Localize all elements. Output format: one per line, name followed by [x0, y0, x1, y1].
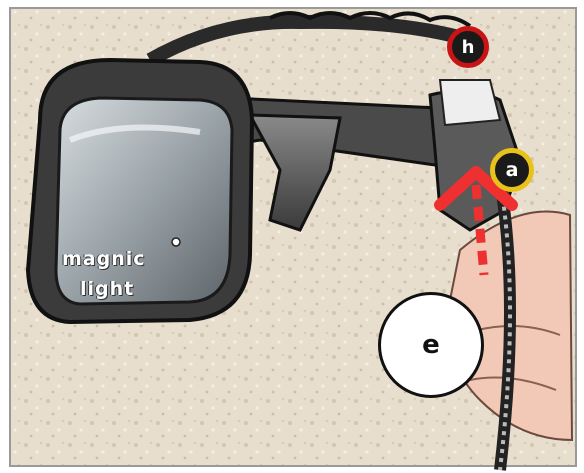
marker-h-label: h [462, 37, 475, 58]
marker-e: e [378, 292, 484, 398]
marker-a: a [490, 148, 534, 192]
engraving-line-1: magnic [62, 248, 146, 270]
marker-a-label: a [506, 159, 519, 181]
engraving-line-2: light [80, 278, 134, 300]
marker-e-label: e [422, 330, 440, 360]
marker-h: h [447, 26, 489, 68]
